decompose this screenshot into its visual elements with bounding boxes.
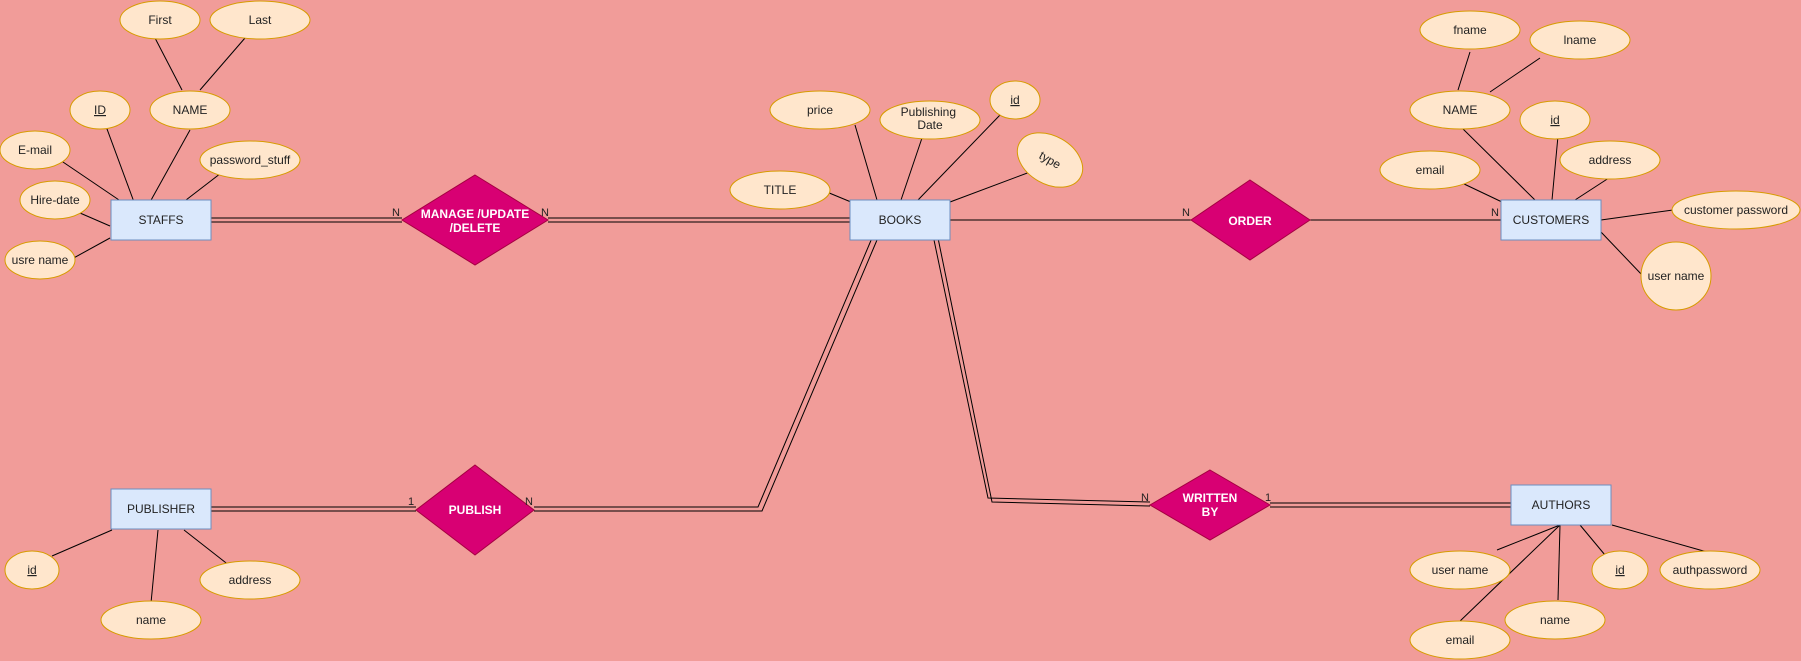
attribute-staffs-name[interactable]: NAME [149, 90, 231, 130]
svg-text:BY: BY [1202, 505, 1219, 519]
attribute-publisher-name[interactable]: name [100, 600, 202, 640]
attribute-authors-authpassword[interactable]: authpassword [1659, 550, 1761, 590]
attribute-books-price[interactable]: price [769, 90, 871, 130]
svg-text:MANAGE /UPDATE: MANAGE /UPDATE [421, 207, 529, 221]
attribute-books-title[interactable]: TITLE [729, 170, 831, 210]
svg-text:user name: user name [1648, 269, 1705, 283]
svg-text:email: email [1416, 163, 1445, 177]
attribute-publisher-address[interactable]: address [199, 560, 301, 600]
publishing-date-label: Publishing [901, 105, 956, 119]
card-staffs-manage: N [392, 207, 400, 219]
svg-text:name: name [136, 613, 166, 627]
svg-text:lname: lname [1564, 33, 1597, 47]
attribute-authors-user-name[interactable]: user name [1409, 550, 1511, 590]
attribute-customers-lname[interactable]: lname [1529, 20, 1631, 60]
attribute-staffs-id[interactable]: ID [69, 90, 131, 130]
svg-text:address: address [1589, 153, 1632, 167]
svg-text:email: email [1446, 633, 1475, 647]
card-publisher-publish: 1 [408, 496, 414, 508]
card-manage-books: N [541, 207, 549, 219]
entity-staffs[interactable]: STAFFS [110, 199, 212, 241]
card-order-customers: N [1491, 207, 1499, 219]
relationship-order[interactable]: ORDER [1190, 179, 1311, 261]
svg-text:authpassword: authpassword [1673, 563, 1748, 577]
staffs-attributes: ID NAME First Last E-mail password_stuff… [0, 0, 311, 280]
card-books-order: N [1182, 207, 1190, 219]
svg-text:password_stuff: password_stuff [210, 153, 291, 167]
attribute-staffs-first[interactable]: First [119, 0, 201, 40]
svg-text:/DELETE: /DELETE [450, 221, 501, 235]
entity-authors[interactable]: AUTHORS [1510, 484, 1612, 526]
card-books-written: N [1141, 492, 1149, 504]
entity-customers[interactable]: CUSTOMERS [1500, 199, 1602, 241]
svg-text:address: address [229, 573, 272, 587]
svg-text:customer password: customer password [1684, 203, 1788, 217]
attribute-authors-email[interactable]: email [1409, 620, 1511, 660]
svg-text:name: name [1540, 613, 1570, 627]
attribute-books-id[interactable]: id [989, 80, 1041, 120]
attribute-authors-name[interactable]: name [1504, 600, 1606, 640]
svg-text:id: id [1615, 563, 1624, 577]
svg-text:ORDER: ORDER [1228, 214, 1272, 228]
cardinality-labels: N N N N 1 N N 1 [392, 207, 1499, 508]
svg-text:price: price [807, 103, 833, 117]
svg-text:id: id [1010, 93, 1019, 107]
entity-publisher[interactable]: PUBLISHER [110, 488, 212, 530]
attribute-staffs-email[interactable]: E-mail [0, 130, 71, 170]
customers-attributes: NAME fname lname id email address custom… [1379, 10, 1801, 311]
svg-text:id: id [27, 563, 36, 577]
svg-text:Publishing Date: Publishing Date [901, 105, 960, 132]
svg-text:ID: ID [94, 103, 106, 117]
books-attributes: price Publishing Date id TITLE type [729, 80, 1093, 210]
svg-text:user name: user name [1432, 563, 1489, 577]
svg-text:STAFFS: STAFFS [138, 213, 183, 227]
attribute-customers-name[interactable]: NAME [1409, 90, 1511, 130]
attribute-customers-id[interactable]: id [1519, 100, 1591, 140]
svg-text:usre name: usre name [12, 253, 69, 267]
publisher-attributes: id name address [4, 550, 301, 640]
entity-books[interactable]: BOOKS [849, 199, 951, 241]
svg-text:TITLE: TITLE [764, 183, 797, 197]
svg-text:AUTHORS: AUTHORS [1532, 498, 1591, 512]
attribute-books-publishing-date[interactable]: Publishing Date [879, 100, 981, 140]
attribute-customers-password[interactable]: customer password [1671, 190, 1801, 230]
authors-attributes: user name id authpassword email name [1409, 550, 1761, 660]
attribute-customers-fname[interactable]: fname [1419, 10, 1521, 50]
attribute-staffs-password-stuff[interactable]: password_stuff [199, 140, 301, 180]
svg-text:PUBLISH: PUBLISH [449, 503, 502, 517]
card-written-authors: 1 [1265, 492, 1271, 504]
attribute-books-type[interactable]: type [1008, 122, 1093, 199]
publishing-date-label-line2: Date [917, 118, 943, 132]
svg-text:E-mail: E-mail [18, 143, 52, 157]
relationship-written-by[interactable]: WRITTEN BY [1149, 469, 1271, 541]
svg-text:WRITTEN: WRITTEN [1183, 491, 1238, 505]
attribute-staffs-last[interactable]: Last [209, 0, 311, 40]
svg-text:NAME: NAME [173, 103, 208, 117]
relationship-manage-update-delete[interactable]: MANAGE /UPDATE /DELETE [401, 174, 549, 266]
svg-text:BOOKS: BOOKS [879, 213, 922, 227]
attribute-staffs-user-name[interactable]: usre name [4, 240, 76, 280]
svg-text:CUSTOMERS: CUSTOMERS [1513, 213, 1589, 227]
attribute-publisher-id[interactable]: id [4, 550, 60, 590]
attribute-customers-email[interactable]: email [1379, 150, 1481, 190]
svg-text:NAME: NAME [1443, 103, 1478, 117]
svg-text:Hire-date: Hire-date [30, 193, 80, 207]
card-publish-books: N [525, 496, 533, 508]
relationship-publish[interactable]: PUBLISH [415, 464, 535, 556]
attribute-customers-address[interactable]: address [1559, 140, 1661, 180]
svg-text:PUBLISHER: PUBLISHER [127, 502, 195, 516]
attribute-staffs-hire-date[interactable]: Hire-date [19, 180, 91, 220]
svg-text:First: First [148, 13, 172, 27]
attribute-customers-user-name[interactable]: user name [1640, 241, 1712, 311]
svg-text:id: id [1550, 113, 1559, 127]
svg-text:Last: Last [249, 13, 272, 27]
svg-text:fname: fname [1453, 23, 1487, 37]
attribute-authors-id[interactable]: id [1591, 550, 1649, 590]
